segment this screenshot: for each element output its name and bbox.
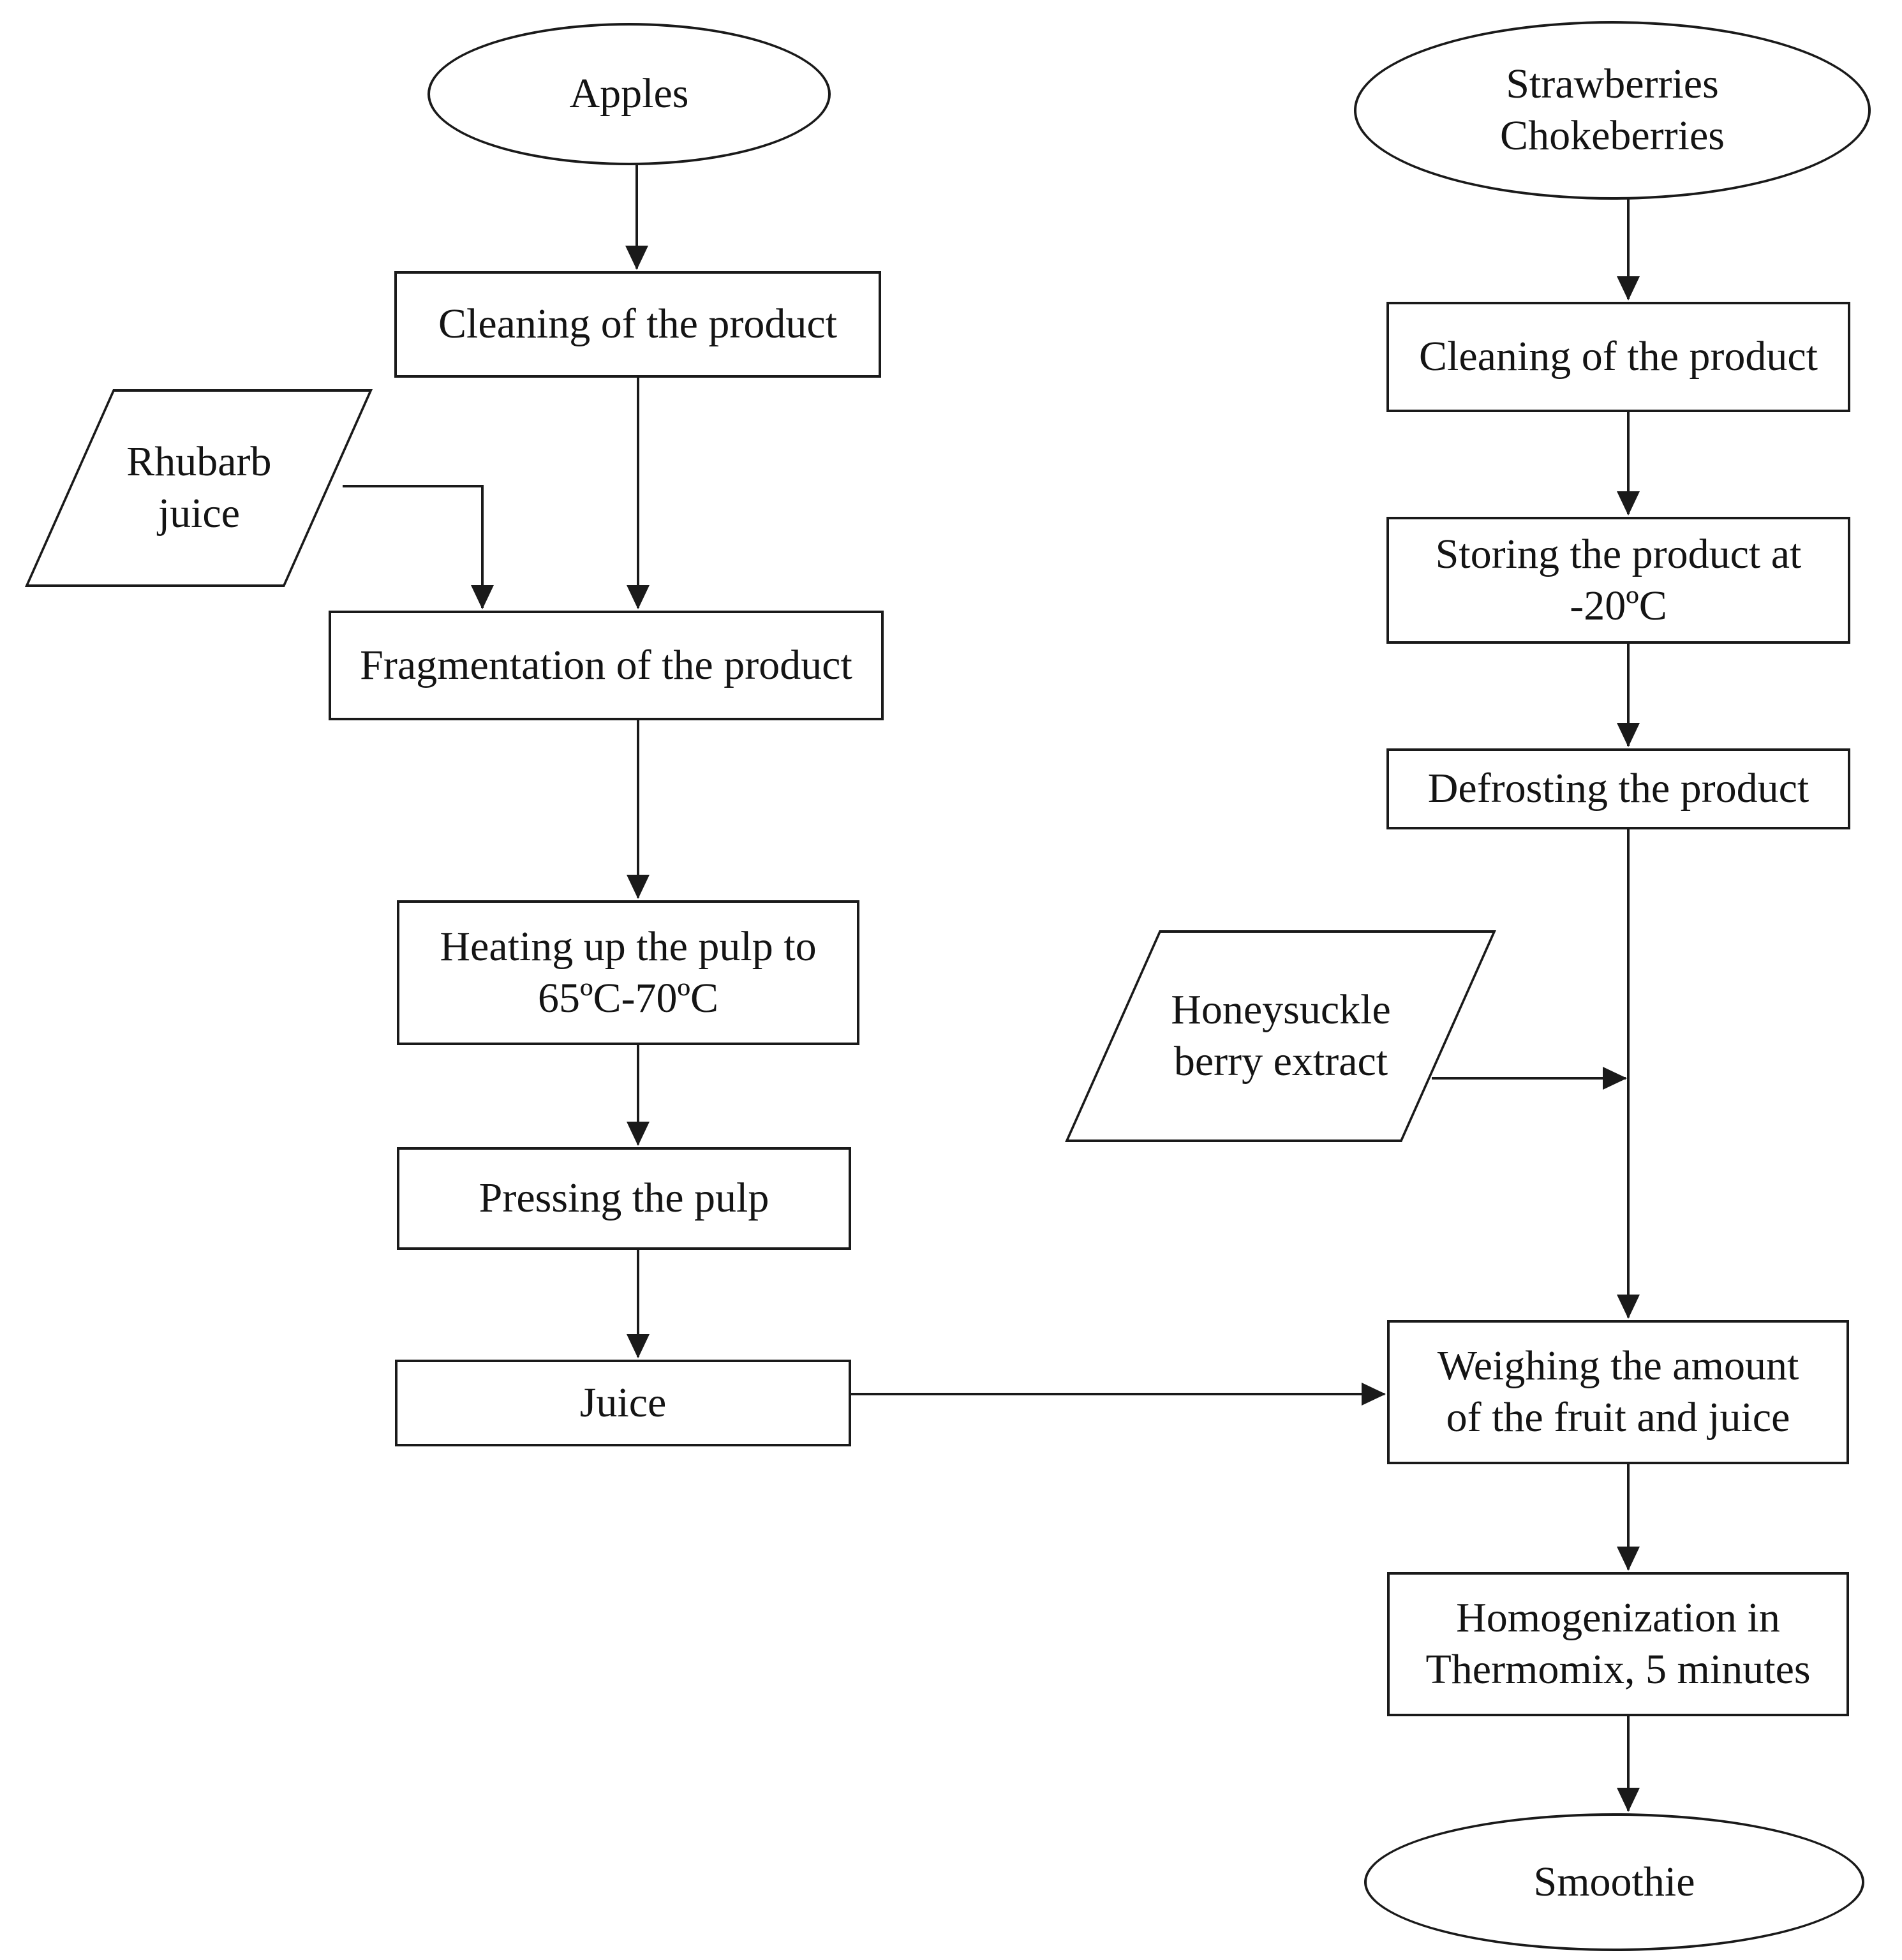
node-fragmentation: Fragmentation of the product <box>329 611 884 720</box>
node-smoothie: Smoothie <box>1364 1813 1864 1951</box>
node-pressing: Pressing the pulp <box>397 1147 851 1250</box>
node-heating: Heating up the pulp to 65ºC-70ºC <box>397 900 859 1045</box>
node-strawberries-chokeberries-label: Strawberries Chokeberries <box>1500 61 1725 159</box>
node-juice: Juice <box>395 1360 851 1446</box>
node-homogenization: Homogenization in Thermomix, 5 minutes <box>1387 1572 1849 1716</box>
node-honeysuckle-extract-label: Honeysuckle berry extract <box>1170 986 1391 1085</box>
node-defrosting: Defrosting the product <box>1386 748 1850 829</box>
arrow-rhubarb-to-fragmentation <box>343 485 494 609</box>
node-cleaning-left: Cleaning of the product <box>394 271 881 378</box>
node-storing-label: Storing the product at -20ºC <box>1435 530 1802 629</box>
node-cleaning-left-label: Cleaning of the product <box>438 301 837 348</box>
node-homogenization-label: Homogenization in Thermomix, 5 minutes <box>1425 1594 1811 1693</box>
node-storing: Storing the product at -20ºC <box>1386 517 1850 644</box>
node-smoothie-label: Smoothie <box>1533 1858 1695 1905</box>
node-rhubarb-juice-label: Rhubarb juice <box>126 438 272 537</box>
node-strawberries-chokeberries: Strawberries Chokeberries <box>1354 21 1871 200</box>
node-heating-label: Heating up the pulp to 65ºC-70ºC <box>440 923 817 1021</box>
node-weighing-label: Weighing the amount of the fruit and jui… <box>1437 1342 1799 1441</box>
node-cleaning-right: Cleaning of the product <box>1386 302 1850 412</box>
node-fragmentation-label: Fragmentation of the product <box>360 641 852 688</box>
node-apples: Apples <box>427 23 831 165</box>
node-defrosting-label: Defrosting the product <box>1427 765 1809 812</box>
node-pressing-label: Pressing the pulp <box>479 1175 769 1222</box>
node-weighing: Weighing the amount of the fruit and jui… <box>1387 1320 1849 1464</box>
node-cleaning-right-label: Cleaning of the product <box>1418 333 1818 380</box>
node-apples-label: Apples <box>569 70 689 117</box>
node-juice-label: Juice <box>579 1379 667 1426</box>
